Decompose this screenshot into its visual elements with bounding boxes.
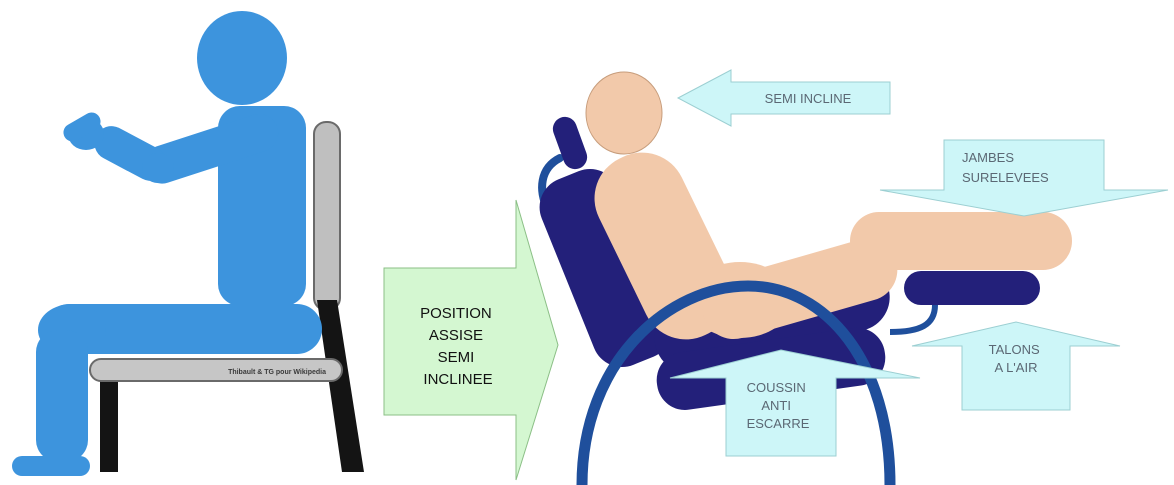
chair-back-leg [317, 300, 364, 472]
center-arrow-line: ASSISE [429, 327, 483, 344]
callout-cushion-line: ANTI [761, 398, 791, 413]
center-arrow-group: POSITION ASSISE SEMI INCLINEE [384, 200, 558, 480]
seated-figure-group: Thibault & TG pour Wikipedia [12, 11, 364, 476]
callout-legs-line: JAMBES [962, 150, 1014, 165]
callout-heels-line: A L'AIR [995, 360, 1038, 375]
callout-heels: TALONS A L'AIR [912, 322, 1120, 410]
recliner-head [586, 72, 662, 154]
center-arrow-line: SEMI [438, 349, 475, 366]
callout-cushion-line: COUSSIN [747, 380, 806, 395]
leg-rest [904, 271, 1040, 305]
person-shin [36, 330, 88, 462]
person-foot [12, 456, 90, 476]
recliner-leg [850, 212, 1072, 270]
center-arrow-line: POSITION [420, 305, 492, 322]
chair-back [314, 122, 340, 310]
person-head [197, 11, 287, 105]
callout-legs-line: SURELEVEES [962, 170, 1049, 185]
credit-text: Thibault & TG pour Wikipedia [228, 369, 326, 376]
callout-cushion-line: ESCARRE [747, 416, 810, 431]
callout-heels-line: TALONS [989, 342, 1040, 357]
chair-front-leg [100, 374, 118, 472]
callout-head-text: SEMI INCLINE [765, 91, 852, 106]
callout-head: SEMI INCLINE [678, 70, 890, 126]
center-arrow-line: INCLINEE [423, 371, 492, 388]
leg-rest-strut [890, 305, 935, 332]
callout-legs: JAMBES SURELEVEES [880, 140, 1168, 216]
person-elbow [142, 153, 174, 183]
